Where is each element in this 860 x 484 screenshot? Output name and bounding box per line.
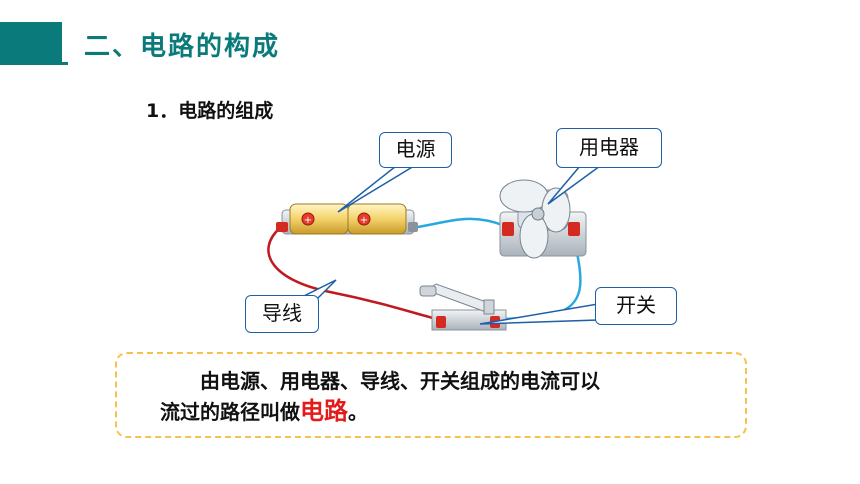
blue-wire-battery-to-fan [411,217,506,230]
definition-text: 由电源、用电器、导线、开关组成的电流可以 流过的路径叫做电路。 [160,366,720,427]
battery-pack: + + [276,203,418,235]
definition-line-2: 流过的路径叫做电路。 [160,397,368,425]
definition-line-1: 由电源、用电器、导线、开关组成的电流可以 [200,369,600,393]
svg-text:+: + [360,215,368,226]
header-underline [0,62,68,65]
page-title: 二、电路的构成 [84,32,281,62]
header-accent-block [0,22,62,62]
label-switch: 开关 [595,287,677,325]
red-wire-battery-to-switch [267,227,441,322]
fan-appliance [499,179,587,259]
svg-text:+: + [304,215,312,226]
section-subtitle: 1．电路的组成 [146,100,274,122]
pointer-appliance [547,165,603,205]
label-wire: 导线 [245,295,319,333]
label-power: 电源 [379,132,452,168]
highlight-term: 电路 [300,397,348,425]
label-appliance: 用电器 [556,128,662,168]
knife-switch [419,283,507,331]
definition-box [115,352,747,438]
